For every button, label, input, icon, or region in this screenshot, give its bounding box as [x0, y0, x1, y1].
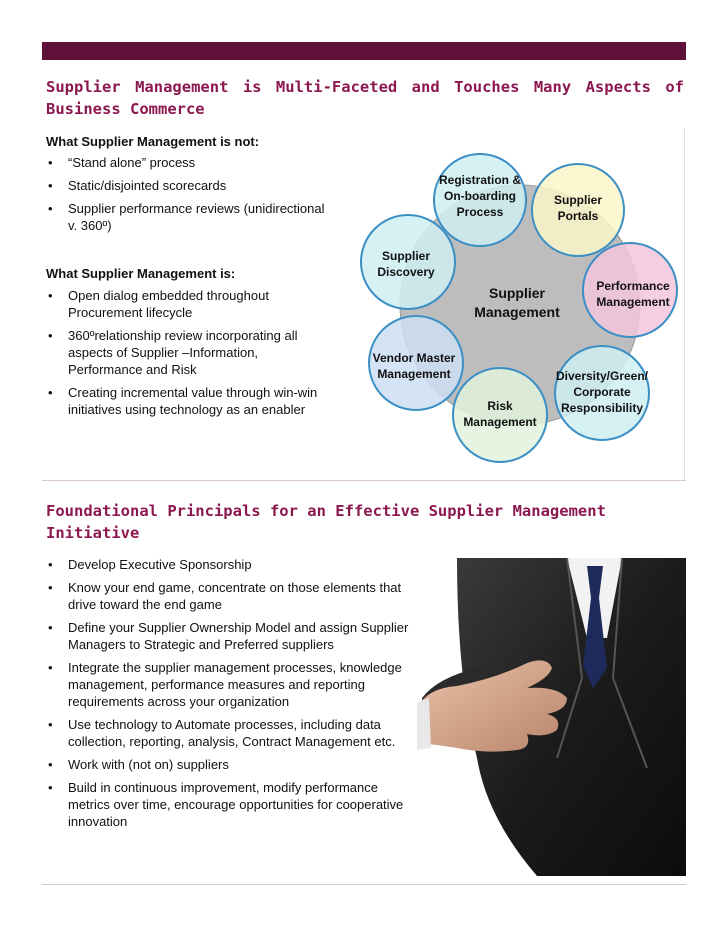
- principle-item: Integrate the supplier management proces…: [46, 659, 411, 710]
- footer-divider: [42, 884, 686, 885]
- not-item: Supplier performance reviews (unidirecti…: [46, 200, 336, 234]
- supplier-management-diagram: Registration & On-boarding Process Suppl…: [360, 153, 678, 463]
- principle-item: Work with (not on) suppliers: [46, 756, 411, 773]
- node-registration-line: Registration &: [439, 173, 521, 187]
- node-vendor-master-line: Management: [377, 367, 450, 381]
- node-performance-line: Management: [596, 295, 669, 309]
- is-list: Open dialog embedded throughout Procurem…: [46, 287, 336, 424]
- vertical-divider: [684, 128, 685, 480]
- node-portals-line: Supplier: [554, 193, 602, 207]
- node-performance: Performance Management: [582, 242, 678, 338]
- handshake-photo: [417, 558, 686, 876]
- is-item: Creating incremental value through win-w…: [46, 384, 336, 418]
- node-discovery-line: Discovery: [377, 265, 435, 279]
- node-performance-line: Performance: [596, 279, 670, 293]
- principle-item: Know your end game, concentrate on those…: [46, 579, 411, 613]
- node-portals: Supplier Portals: [531, 163, 625, 257]
- not-item: “Stand alone” process: [46, 154, 336, 171]
- node-vendor-master-line: Vendor Master: [373, 351, 456, 365]
- section-divider: [42, 480, 686, 481]
- node-diversity-line: Responsibility: [561, 401, 643, 415]
- node-diversity: Diversity/Green/ Corporate Responsibilit…: [554, 345, 650, 441]
- section1-title: Supplier Management is Multi-Faceted and…: [46, 78, 684, 118]
- principle-item: Build in continuous improvement, modify …: [46, 779, 411, 830]
- node-discovery: Supplier Discovery: [360, 214, 456, 310]
- is-heading: What Supplier Management is:: [46, 266, 236, 281]
- principle-item: Develop Executive Sponsorship: [46, 556, 411, 573]
- node-portals-line: Portals: [558, 209, 599, 223]
- is-item: 360ºrelationship review incorporating al…: [46, 327, 336, 378]
- node-registration: Registration & On-boarding Process: [433, 153, 527, 247]
- node-registration-line: Process: [457, 205, 504, 219]
- center-label-line: Management: [474, 304, 560, 320]
- node-discovery-line: Supplier: [382, 249, 430, 263]
- is-item: Open dialog embedded throughout Procurem…: [46, 287, 336, 321]
- principle-item: Use technology to Automate processes, in…: [46, 716, 411, 750]
- principle-item: Define your Supplier Ownership Model and…: [46, 619, 411, 653]
- node-risk-line: Risk: [487, 399, 513, 413]
- section2-title: Foundational Principals for an Effective…: [46, 502, 606, 542]
- node-diversity-line: Diversity/Green/: [556, 369, 649, 383]
- node-risk-line: Management: [463, 415, 536, 429]
- not-list: “Stand alone” process Static/disjointed …: [46, 154, 336, 240]
- node-risk: Risk Management: [452, 367, 548, 463]
- header-bar: [42, 42, 686, 60]
- node-registration-line: On-boarding: [444, 189, 516, 203]
- center-label-line: Supplier: [489, 285, 546, 301]
- node-vendor-master: Vendor Master Management: [368, 315, 464, 411]
- node-diversity-line: Corporate: [573, 385, 631, 399]
- principles-list: Develop Executive Sponsorship Know your …: [46, 556, 411, 836]
- not-heading: What Supplier Management is not:: [46, 134, 260, 149]
- not-item: Static/disjointed scorecards: [46, 177, 336, 194]
